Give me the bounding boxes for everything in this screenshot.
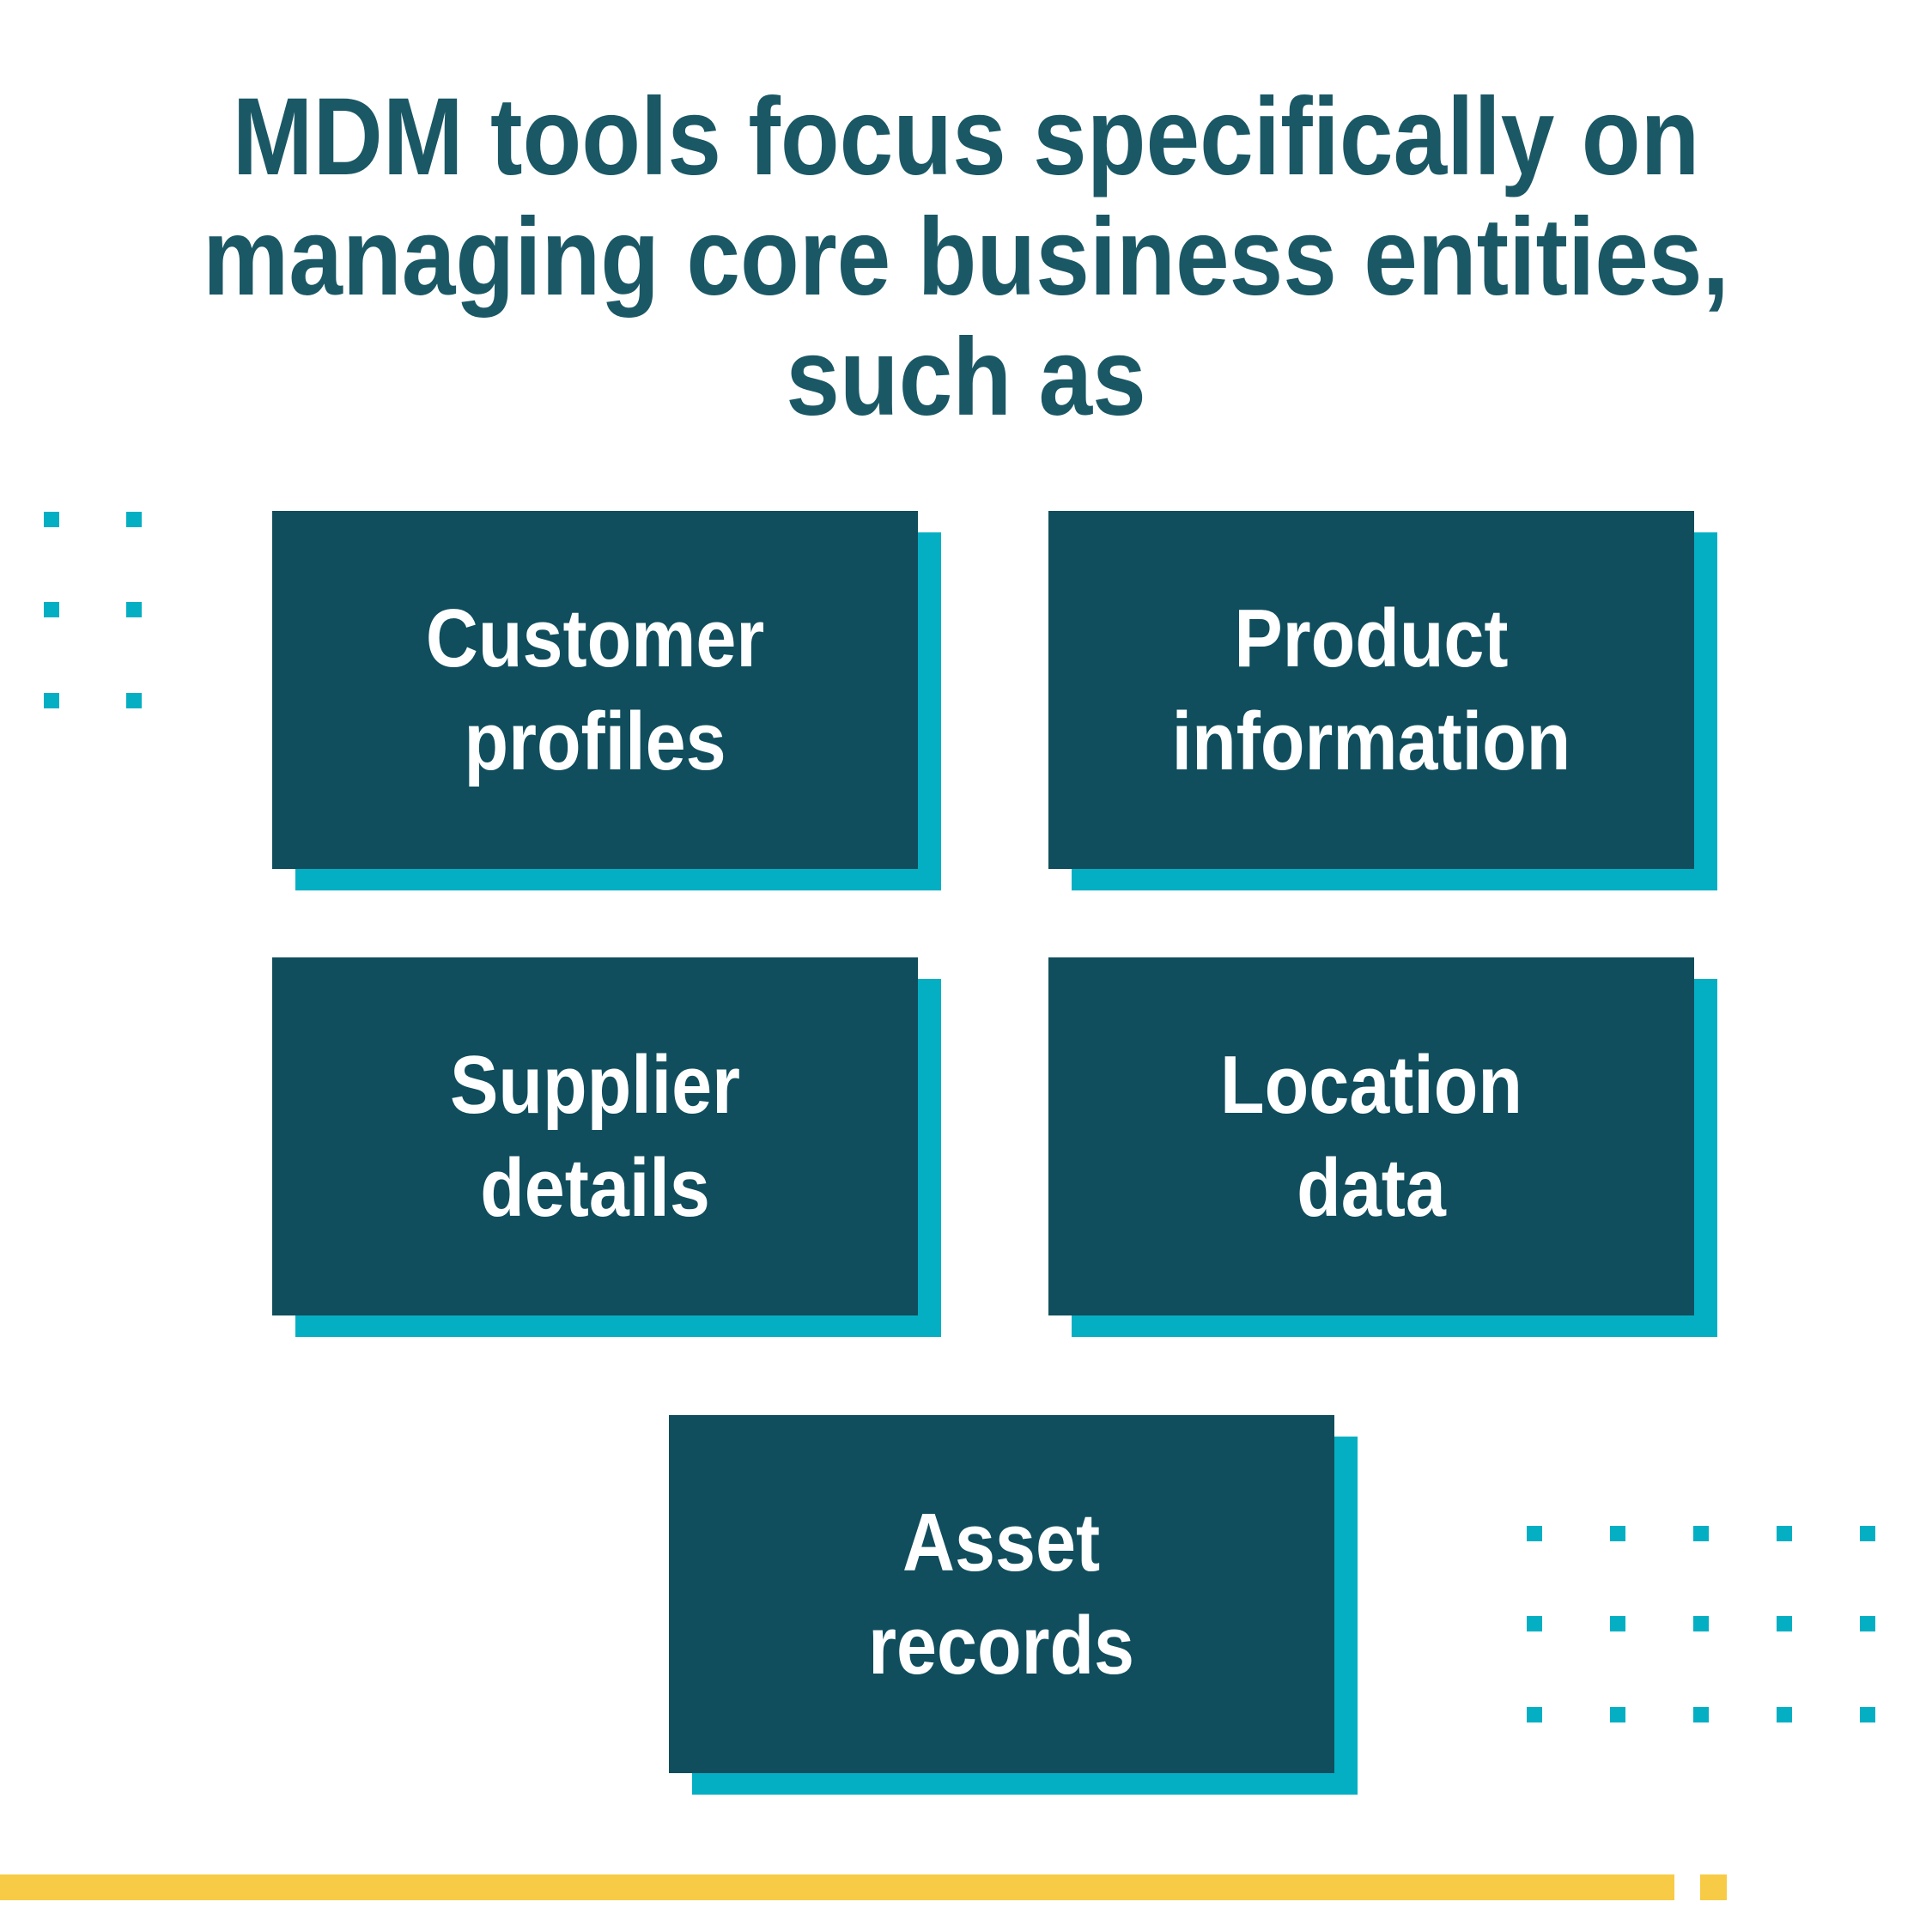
card-label-asset-records: Asset records	[868, 1496, 1135, 1692]
bottom-accent-square	[1700, 1874, 1727, 1900]
card-face: Product information	[1048, 511, 1694, 869]
card-customer-profiles: Customer profiles	[272, 511, 941, 890]
page-title-line-2: managing core business entities,	[203, 196, 1729, 319]
card-face: Asset records	[669, 1415, 1334, 1773]
page-title-line-3: such as	[786, 316, 1146, 439]
card-face: Customer profiles	[272, 511, 918, 869]
card-face: Location data	[1048, 957, 1694, 1315]
card-label-customer-profiles: Customer profiles	[425, 592, 765, 787]
card-product-information: Product information	[1048, 511, 1717, 890]
card-face: Supplier details	[272, 957, 918, 1315]
decor-dot	[1777, 1616, 1792, 1631]
card-supplier-details: Supplier details	[272, 957, 941, 1337]
card-label-location-data: Location data	[1219, 1038, 1522, 1234]
decor-dot	[1777, 1526, 1792, 1541]
page-title: MDM tools focus specifically on managing…	[116, 77, 1816, 438]
decor-dot	[1860, 1707, 1875, 1722]
decor-dot	[1860, 1526, 1875, 1541]
decor-dot	[44, 693, 59, 708]
page-title-line-1: MDM tools focus specifically on	[232, 76, 1700, 198]
decor-dot	[44, 512, 59, 527]
decor-dot	[1527, 1616, 1542, 1631]
decor-dot	[1527, 1707, 1542, 1722]
decor-dot	[1527, 1526, 1542, 1541]
decor-dot	[1693, 1526, 1709, 1541]
card-label-supplier-details: Supplier details	[450, 1038, 740, 1234]
decor-dot	[1777, 1707, 1792, 1722]
decor-dot	[1610, 1526, 1625, 1541]
card-location-data: Location data	[1048, 957, 1717, 1337]
decor-dot	[1610, 1707, 1625, 1722]
decor-dot	[126, 512, 142, 527]
decor-dot	[1693, 1707, 1709, 1722]
card-asset-records: Asset records	[669, 1415, 1358, 1795]
bottom-accent-bar	[0, 1874, 1674, 1900]
decor-dot	[126, 693, 142, 708]
card-label-product-information: Product information	[1171, 592, 1571, 787]
decor-dot	[1860, 1616, 1875, 1631]
decor-dot	[126, 602, 142, 617]
decor-dot	[1610, 1616, 1625, 1631]
decor-dot	[1693, 1616, 1709, 1631]
decor-dot	[44, 602, 59, 617]
